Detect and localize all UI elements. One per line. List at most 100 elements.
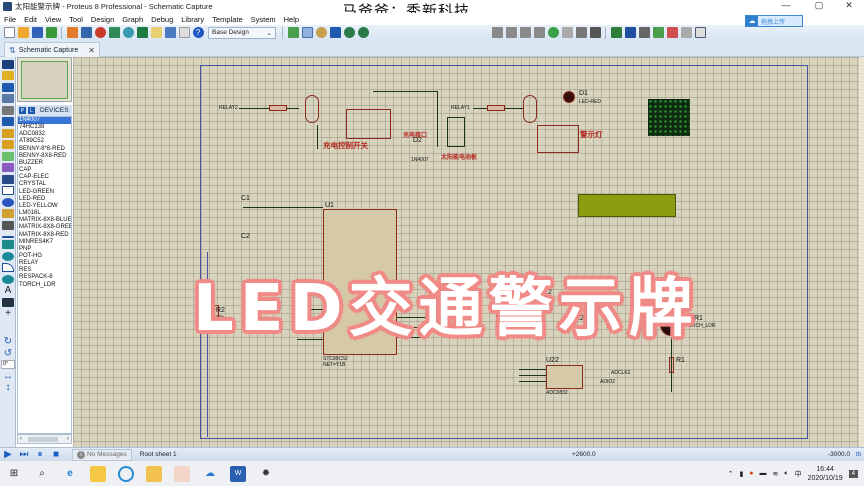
messages-indicator[interactable]: i No Messages bbox=[72, 448, 132, 461]
property-assign-icon[interactable] bbox=[638, 27, 650, 38]
library-manager-button[interactable]: L bbox=[28, 107, 35, 114]
wire-autorouter-icon[interactable] bbox=[610, 27, 622, 38]
clock[interactable]: 16:44 2020/10/19 bbox=[808, 465, 843, 483]
device-item[interactable]: CAP-ELEC bbox=[19, 174, 50, 181]
solar-panel-symbol[interactable] bbox=[447, 117, 465, 147]
search-icon[interactable]: ⌕ bbox=[39, 468, 45, 479]
step-simulation-icon[interactable]: ⏭ bbox=[19, 449, 29, 460]
zoom-in-icon[interactable] bbox=[343, 27, 355, 38]
delete-sheet-icon[interactable] bbox=[666, 27, 678, 38]
line-tool-icon[interactable] bbox=[2, 235, 14, 238]
tape-recorder-icon[interactable] bbox=[2, 174, 14, 184]
path-tool-icon[interactable] bbox=[2, 274, 14, 284]
scroll-thumb[interactable] bbox=[28, 437, 58, 442]
lcd-lm016l[interactable] bbox=[578, 194, 676, 217]
relay-warning-light[interactable] bbox=[537, 125, 579, 153]
menu-help[interactable]: Help bbox=[283, 14, 300, 24]
overview-window[interactable] bbox=[17, 57, 72, 102]
block-rotate-icon[interactable] bbox=[519, 27, 531, 38]
device-item[interactable]: LM016L bbox=[19, 210, 41, 217]
resistor-symbol[interactable] bbox=[487, 105, 505, 111]
schematic-canvas[interactable]: RELAY2 充电控制开关 充电接口 D2 1N4007 太阳能电池板 RELA… bbox=[73, 57, 864, 447]
led-d1[interactable] bbox=[563, 91, 575, 103]
netlist-icon[interactable] bbox=[694, 27, 706, 38]
generator-icon[interactable] bbox=[2, 186, 14, 195]
arc-tool-icon[interactable] bbox=[2, 263, 14, 272]
text-script-icon[interactable] bbox=[2, 105, 14, 115]
device-item[interactable]: LED-RED bbox=[19, 195, 46, 202]
menu-file[interactable]: File bbox=[4, 14, 17, 24]
device-item[interactable]: RESPACK-8 bbox=[19, 274, 53, 281]
ldr1-sensor[interactable] bbox=[660, 314, 682, 336]
transistor-q1[interactable] bbox=[523, 95, 537, 123]
pan-icon[interactable] bbox=[329, 27, 341, 38]
refresh-icon[interactable] bbox=[287, 27, 299, 38]
menu-graph[interactable]: Graph bbox=[122, 14, 144, 24]
device-list-scrollbar[interactable]: ‹ › bbox=[17, 434, 72, 444]
resistor-r2[interactable] bbox=[213, 305, 219, 323]
device-item[interactable]: CAP bbox=[19, 167, 32, 174]
rotation-angle-field[interactable]: 0° bbox=[1, 360, 15, 369]
device-pins-icon[interactable] bbox=[2, 151, 14, 161]
mirror-vertical-icon[interactable]: ↕ bbox=[5, 382, 11, 393]
grid-icon[interactable] bbox=[301, 27, 313, 38]
make-device-icon[interactable] bbox=[575, 27, 587, 38]
device-item[interactable]: CRYSTAL bbox=[19, 181, 47, 188]
mcu-u1[interactable] bbox=[323, 209, 397, 355]
device-item[interactable]: LED-GREEN bbox=[19, 188, 55, 195]
volume-icon[interactable]: 🔈︎ bbox=[784, 469, 789, 477]
potentiometer[interactable] bbox=[496, 310, 501, 328]
device-item[interactable]: ADC0832 bbox=[19, 131, 46, 138]
buses-icon[interactable] bbox=[2, 117, 14, 126]
scroll-right-icon[interactable]: › bbox=[67, 436, 69, 442]
block-copy-icon[interactable] bbox=[491, 27, 503, 38]
battery-icon[interactable]: ▬ bbox=[759, 470, 767, 477]
voltage-probe-icon[interactable] bbox=[2, 197, 14, 207]
tool-icon[interactable] bbox=[589, 27, 601, 38]
device-item[interactable]: TORCH_LDR bbox=[19, 281, 56, 288]
device-item[interactable]: MATRIX-8X8-BLUE bbox=[19, 217, 72, 224]
stop-simulation-icon[interactable]: ■ bbox=[52, 449, 60, 460]
voltmeter[interactable] bbox=[510, 307, 532, 329]
schematic-icon[interactable] bbox=[80, 27, 92, 38]
device-item[interactable]: BENNY-8X8-RED bbox=[19, 152, 67, 159]
marker-tool-icon[interactable]: + bbox=[5, 308, 11, 319]
menu-view[interactable]: View bbox=[45, 14, 62, 24]
adc-u22[interactable] bbox=[546, 365, 583, 389]
tray-expand-icon[interactable]: ⌃ bbox=[727, 470, 734, 478]
junction-dot-icon[interactable] bbox=[2, 82, 14, 92]
symbol-tool-icon[interactable] bbox=[2, 297, 14, 307]
notification-center-icon[interactable]: 4 bbox=[848, 469, 858, 478]
graph-mode-icon[interactable] bbox=[2, 163, 14, 172]
maximize-button[interactable]: ▢ bbox=[814, 0, 824, 10]
component-mode-icon[interactable] bbox=[2, 71, 14, 80]
transistor-q2[interactable] bbox=[305, 95, 319, 123]
device-item[interactable]: PNP bbox=[19, 245, 32, 252]
device-item[interactable]: MATRIX-8X8-RED bbox=[19, 231, 69, 238]
resistor-r12[interactable] bbox=[535, 297, 553, 302]
device-item[interactable]: MATRIX-8X8-GREEN bbox=[19, 224, 72, 231]
block-delete-icon[interactable] bbox=[533, 27, 545, 38]
qq-icon[interactable]: ● bbox=[749, 470, 754, 477]
app-icon[interactable] bbox=[118, 465, 134, 482]
rotate-clockwise-icon[interactable]: ↻ bbox=[3, 336, 13, 347]
device-item[interactable]: 74HC138 bbox=[19, 124, 45, 131]
resistor-symbol[interactable] bbox=[269, 105, 287, 111]
design-variant-select[interactable]: Base Design ⌄ bbox=[208, 26, 276, 39]
led-matrix-8x8[interactable] bbox=[648, 99, 690, 136]
pick-devices-button[interactable]: P bbox=[19, 107, 26, 114]
exit-to-parent-icon[interactable] bbox=[680, 27, 692, 38]
block-move-icon[interactable] bbox=[505, 27, 517, 38]
relay-charge-control[interactable] bbox=[346, 109, 391, 139]
pcb-layout-icon[interactable] bbox=[94, 27, 106, 38]
save-icon[interactable] bbox=[31, 27, 43, 38]
help-icon[interactable]: ? bbox=[192, 27, 204, 38]
tab-close-icon[interactable]: ✕ bbox=[88, 45, 95, 55]
mirror-horizontal-icon[interactable]: ↔ bbox=[3, 370, 13, 382]
import-icon[interactable] bbox=[45, 27, 57, 38]
drag-upload-button[interactable]: ☁ 拖拽上传 bbox=[745, 15, 803, 27]
menu-debug[interactable]: Debug bbox=[151, 14, 174, 24]
virtual-instruments-icon[interactable] bbox=[2, 220, 14, 230]
circle-tool-icon[interactable] bbox=[2, 251, 14, 261]
microphone-icon[interactable]: ▮ bbox=[739, 470, 744, 478]
